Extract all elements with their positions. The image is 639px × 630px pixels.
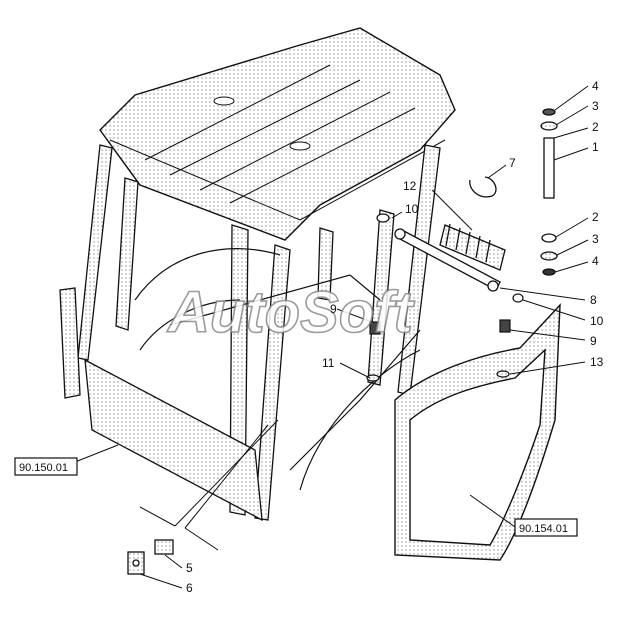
latch-parts	[127, 539, 174, 575]
callout-2-bottom: 2	[592, 210, 599, 224]
callout-8: 8	[590, 293, 597, 307]
callout-5: 5	[186, 561, 193, 575]
callout-12: 12	[403, 179, 417, 193]
callout-4-top: 4	[592, 79, 599, 93]
ref-box-left[interactable]: 90.150.01	[14, 457, 78, 476]
callout-7: 7	[509, 156, 516, 170]
callout-11: 11	[322, 356, 335, 370]
callout-2-top: 2	[592, 120, 599, 134]
callout-9-left: 9	[330, 302, 337, 316]
gas-strut	[394, 223, 506, 292]
ref-label-right: 90.154.01	[519, 523, 568, 535]
callout-9-right: 9	[590, 334, 597, 348]
fasteners	[366, 213, 524, 382]
callout-numbers: 4 3 2 1 7 12 10 2 3 4 8 10 9 9 11 13 5 6	[186, 79, 604, 595]
callout-10-left: 10	[405, 202, 419, 216]
leader-lines	[74, 85, 589, 589]
callout-3-bottom: 3	[592, 232, 599, 246]
cab-door	[394, 303, 561, 561]
hinge-pin	[540, 108, 558, 276]
ref-label-left: 90.150.01	[19, 462, 68, 474]
callout-4-bottom: 4	[592, 254, 599, 268]
cab-interior	[134, 248, 421, 491]
watermark-text: AutoSoft	[166, 280, 415, 345]
ref-box-right[interactable]: 90.154.01	[514, 518, 578, 537]
callout-6: 6	[186, 581, 193, 595]
clip	[469, 176, 497, 198]
callout-10-right: 10	[590, 314, 604, 328]
callout-3-top: 3	[592, 99, 599, 113]
callout-1: 1	[592, 140, 599, 154]
cab-roof	[99, 27, 456, 241]
callout-13: 13	[590, 355, 604, 369]
